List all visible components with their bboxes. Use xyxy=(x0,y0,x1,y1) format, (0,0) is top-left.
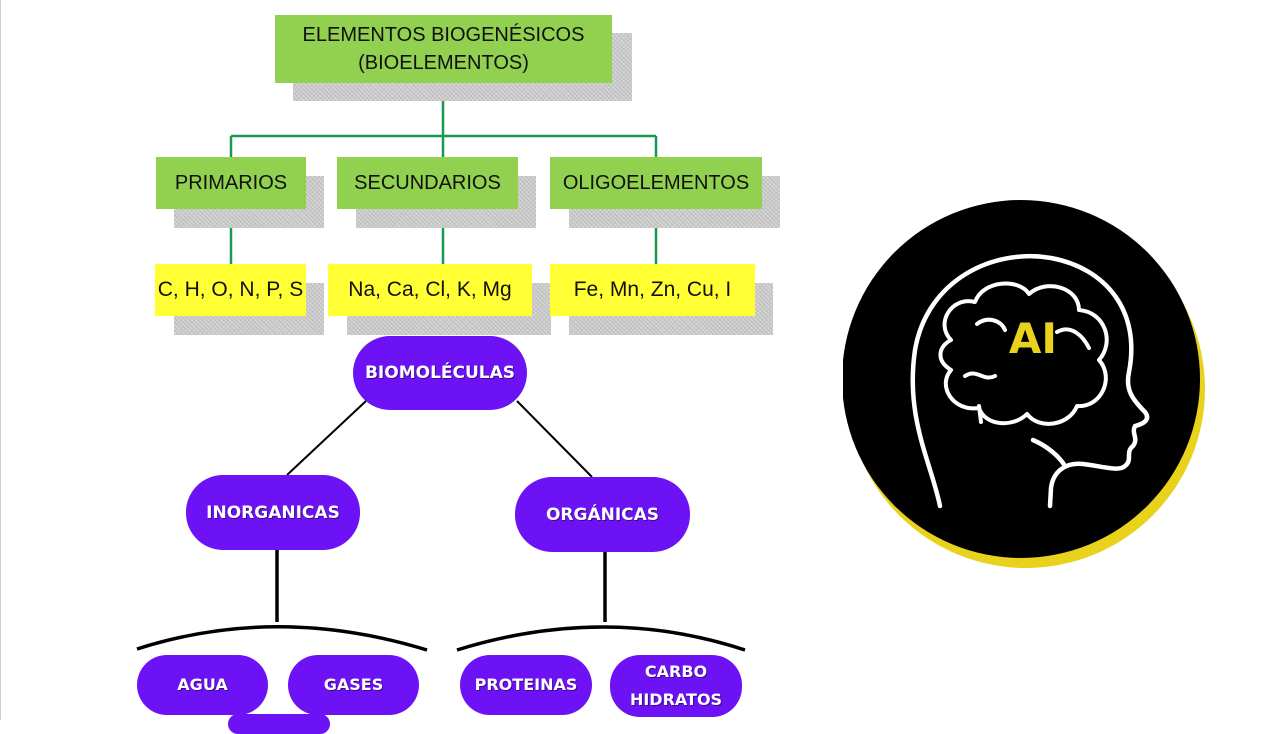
brain-head-icon: AI xyxy=(842,200,1205,568)
organicas-node: ORGÁNICAS xyxy=(515,477,690,552)
page-border xyxy=(0,0,1,720)
head-outline xyxy=(910,253,1150,509)
bracket-connectors xyxy=(136,550,746,652)
category-oligoelementos: OLIGOELEMENTOS xyxy=(550,157,762,209)
category-primarios: PRIMARIOS xyxy=(156,157,306,209)
gases-node: GASES xyxy=(288,655,419,715)
root-box: ELEMENTOS BIOGENÉSICOS (BIOELEMENTOS) xyxy=(275,15,612,83)
partial-node xyxy=(228,714,330,734)
ai-logo: AI xyxy=(842,200,1205,572)
black-connectors xyxy=(286,400,593,478)
ai-circle xyxy=(842,200,1200,558)
root-title-line1: ELEMENTOS BIOGENÉSICOS xyxy=(302,24,585,46)
category-secundarios: SECUNDARIOS xyxy=(337,157,518,209)
inorganicas-node: INORGANICAS xyxy=(186,475,360,550)
ai-text: AI xyxy=(1009,314,1057,363)
elements-primarios: C, H, O, N, P, S xyxy=(155,264,306,316)
brain-lines xyxy=(938,281,1109,426)
carbo-line1: CARBO xyxy=(644,662,708,681)
elements-oligoelementos: Fe, Mn, Zn, Cu, I xyxy=(550,264,755,316)
carbo-line2: HIDRATOS xyxy=(629,690,723,709)
biomoleculas-node: BIOMOLÉCULAS xyxy=(353,336,527,410)
proteinas-node: PROTEINAS xyxy=(460,655,592,715)
elements-secundarios: Na, Ca, Cl, K, Mg xyxy=(328,264,532,316)
carbohidratos-node: CARBO HIDRATOS xyxy=(610,655,742,717)
agua-node: AGUA xyxy=(137,655,268,715)
root-title-line2: (BIOELEMENTOS) xyxy=(358,52,529,74)
